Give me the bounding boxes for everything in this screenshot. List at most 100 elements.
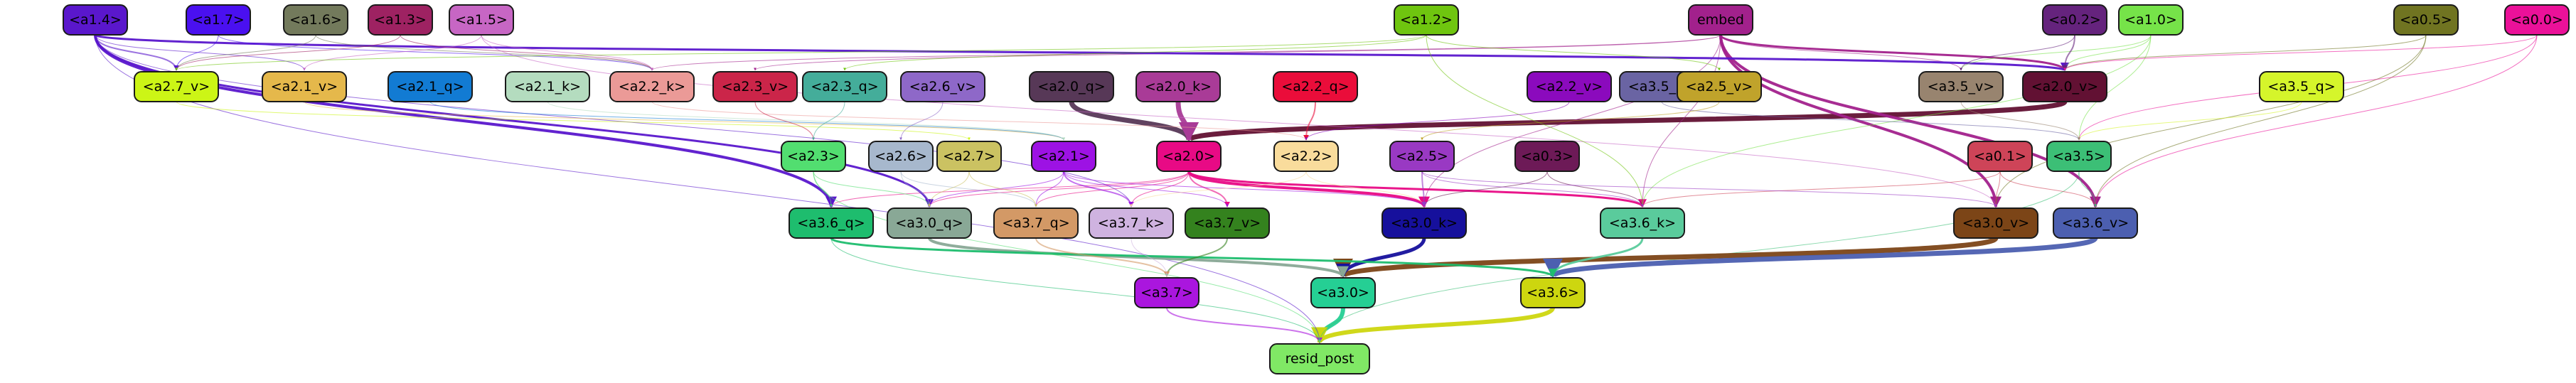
node-a2-6-v[interactable]: <a2.6_v> xyxy=(900,71,985,102)
node-box xyxy=(1918,71,2004,102)
node-box xyxy=(63,4,128,36)
node-a2-3[interactable]: <a2.3> xyxy=(781,141,846,172)
edge-embed-to-a2.3_v xyxy=(754,34,1721,71)
node-label: embed xyxy=(1697,12,1744,28)
node-a2-0-v[interactable]: <a2.0_v> xyxy=(2022,71,2107,102)
edge-a0.5-to-a2.0_v xyxy=(2063,34,2427,71)
node-a2-1[interactable]: <a2.1> xyxy=(1031,141,1096,172)
edge-a2.0_k-to-a2.0 xyxy=(1175,101,1199,142)
node-box xyxy=(1389,141,1455,172)
node-a1-6[interactable]: <a1.6> xyxy=(283,4,348,36)
node-box xyxy=(283,4,348,36)
node-a3-0[interactable]: <a3.0> xyxy=(1310,277,1376,308)
edge-a1.4-to-a2.7_v xyxy=(95,34,179,71)
node-box xyxy=(1520,277,1586,308)
node-box xyxy=(262,71,347,102)
edge-a2.5-to-a3.6_k xyxy=(1421,171,1644,207)
node-a0-2[interactable]: <a0.2> xyxy=(2042,4,2107,36)
edge-a1.2-to-a3.6_k xyxy=(1426,34,1644,207)
edge-a2.0-to-a3.7_v xyxy=(1188,171,1230,207)
node-resid-post[interactable]: resid_post xyxy=(1269,343,1370,374)
node-a2-0[interactable]: <a2.0> xyxy=(1156,141,1222,172)
node-a2-2-q[interactable]: <a2.2_q> xyxy=(1273,71,1358,102)
node-label: <a2.7> xyxy=(943,149,995,164)
node-a3-5-q[interactable]: <a3.5_q> xyxy=(2259,71,2344,102)
node-a2-5-v[interactable]: <a2.5_v> xyxy=(1677,71,1762,102)
node-a2-1-v[interactable]: <a2.1_v> xyxy=(262,71,347,102)
node-box xyxy=(388,71,473,102)
node-box xyxy=(2393,4,2459,36)
node-a3-0-q[interactable]: <a3.0_q> xyxy=(887,207,972,239)
edge-a0.3-to-a3.6_k xyxy=(1546,171,1644,207)
edge-a0.1-to-a3.6_v xyxy=(1999,171,2097,207)
edge-a1.6-to-a2.7_v xyxy=(175,34,316,71)
edge-a2.0-to-a3.6_q xyxy=(830,171,1190,207)
edge-a2.2_k-to-a2.2 xyxy=(651,101,1308,141)
node-a1-0[interactable]: <a1.0> xyxy=(2118,4,2184,36)
node-a2-2-k[interactable]: <a2.2_k> xyxy=(609,71,695,102)
node-embed[interactable]: embed xyxy=(1688,4,1753,36)
node-a2-0-k[interactable]: <a2.0_k> xyxy=(1135,71,1221,102)
node-a2-0-q[interactable]: <a2.0_q> xyxy=(1029,71,1114,102)
node-a3-0-k[interactable]: <a3.0_k> xyxy=(1381,207,1467,239)
node-a3-6-q[interactable]: <a3.6_q> xyxy=(789,207,874,239)
edge-a3.7_k-to-a3.7 xyxy=(1131,237,1168,277)
node-box xyxy=(1310,277,1376,308)
node-a1-5[interactable]: <a1.5> xyxy=(449,4,514,36)
node-a3-7[interactable]: <a3.7> xyxy=(1134,277,1199,308)
node-label: <a3.0> xyxy=(1317,285,1369,301)
node-a2-3-q[interactable]: <a2.3_q> xyxy=(802,71,887,102)
node-label: <a2.5_v> xyxy=(1686,79,1753,95)
node-box xyxy=(1029,71,1114,102)
node-a1-3[interactable]: <a1.3> xyxy=(368,4,433,36)
edge-a2.0_v-to-a2.0 xyxy=(1180,99,2068,143)
node-a3-6-k[interactable]: <a3.6_k> xyxy=(1600,207,1685,239)
edge-a2.2_v-to-a2.2 xyxy=(1305,101,1570,141)
node-a3-5[interactable]: <a3.5> xyxy=(2046,141,2112,172)
edge-a0.3-to-a3.0_k xyxy=(1423,171,1548,207)
node-a2-1-q[interactable]: <a2.1_q> xyxy=(388,71,473,102)
node-a3-7-v[interactable]: <a3.7_v> xyxy=(1185,207,1270,239)
edge-a3.7-to-resid_post xyxy=(1166,307,1322,343)
node-a3-0-v[interactable]: <a3.0_v> xyxy=(1953,207,2038,239)
edge-a1.7-to-a2.7_v xyxy=(175,34,219,71)
node-box xyxy=(1031,141,1096,172)
node-a2-7-v[interactable]: <a2.7_v> xyxy=(134,71,219,102)
node-a3-5-v[interactable]: <a3.5_v> xyxy=(1918,71,2004,102)
node-a2-2-v[interactable]: <a2.2_v> xyxy=(1527,71,1612,102)
node-label: <a2.0_q> xyxy=(1037,79,1105,95)
edge-a2.5_v-to-a2.5 xyxy=(1421,101,1720,141)
node-a0-1[interactable]: <a0.1> xyxy=(1967,141,2033,172)
edge-a2.6_v-to-a2.6 xyxy=(899,101,944,141)
node-a2-3-v[interactable]: <a2.3_v> xyxy=(712,71,798,102)
edge-embed-to-a3.6_v xyxy=(1719,34,2101,208)
node-a3-7-k[interactable]: <a3.7_k> xyxy=(1089,207,1174,239)
node-a3-6[interactable]: <a3.6> xyxy=(1520,277,1586,308)
node-a2-2[interactable]: <a2.2> xyxy=(1273,141,1339,172)
edge-a1.0-to-a2.0_v xyxy=(2063,34,2152,71)
node-a0-3[interactable]: <a0.3> xyxy=(1514,141,1580,172)
node-label: <a3.7_k> xyxy=(1098,215,1165,231)
node-box xyxy=(2022,71,2107,102)
node-a1-4[interactable]: <a1.4> xyxy=(63,4,128,36)
node-a1-7[interactable]: <a1.7> xyxy=(186,4,251,36)
node-box xyxy=(1089,207,1174,239)
node-a3-7-q[interactable]: <a3.7_q> xyxy=(993,207,1079,239)
node-a2-6[interactable]: <a2.6> xyxy=(868,141,934,172)
edge-a1.0-to-a3.5_v xyxy=(1960,34,2152,71)
node-box xyxy=(712,71,798,102)
edge-a2.1-to-a3.7_v xyxy=(1063,171,1229,207)
node-a2-1-k[interactable]: <a2.1_k> xyxy=(505,71,590,102)
node-label: <a1.7> xyxy=(192,12,245,28)
node-a1-2[interactable]: <a1.2> xyxy=(1394,4,1459,36)
node-a0-5[interactable]: <a0.5> xyxy=(2393,4,2459,36)
node-a3-6-v[interactable]: <a3.6_v> xyxy=(2053,207,2138,239)
edge-a0.0-to-a2.0_v xyxy=(2063,34,2538,71)
edge-a2.7-to-a3.7_q xyxy=(968,171,1037,207)
node-a0-0[interactable]: <a0.0> xyxy=(2504,4,2570,36)
node-a2-5[interactable]: <a2.5> xyxy=(1389,141,1455,172)
edge-a2.0-to-a3.0_k xyxy=(1187,171,1430,208)
edge-a3.6_v-to-a3.6 xyxy=(1543,235,2098,279)
node-a2-7[interactable]: <a2.7> xyxy=(936,141,1002,172)
node-box xyxy=(1600,207,1685,239)
